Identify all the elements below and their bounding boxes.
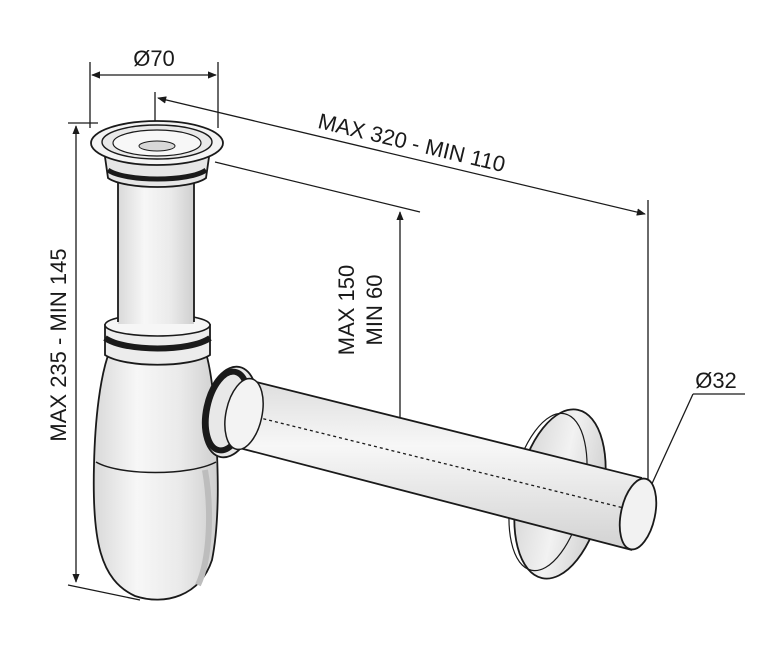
- sink-strainer: [90, 120, 224, 188]
- label-total-height: MAX 235 - MIN 145: [46, 248, 71, 441]
- dimension-outlet-diameter: Ø32: [649, 368, 745, 489]
- label-outlet-diameter: Ø32: [695, 368, 737, 393]
- tailpiece: [117, 171, 195, 324]
- dimension-top-diameter: Ø70: [89, 46, 219, 128]
- dimension-vertical-drop: MAX 150 MIN 60: [214, 161, 421, 456]
- outlet-pipe: [227, 376, 658, 551]
- outlet-nut: [201, 365, 264, 459]
- label-vertical-drop-min: MIN 60: [362, 275, 387, 346]
- pipe-end-opening: [618, 477, 658, 551]
- bottle-body: [92, 349, 219, 601]
- dimension-total-height: MAX 235 - MIN 145: [46, 122, 141, 601]
- label-top-diameter: Ø70: [133, 46, 175, 71]
- label-vertical-drop-max: MAX 150: [334, 265, 359, 356]
